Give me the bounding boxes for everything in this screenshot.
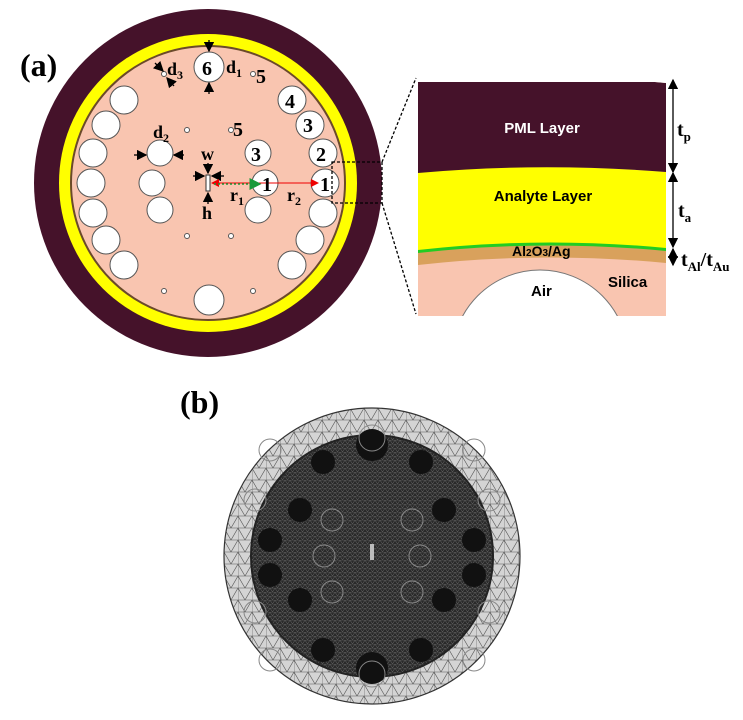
air-hole	[462, 269, 618, 316]
zoom-indicator	[331, 77, 417, 315]
panel-a-label: (a)	[20, 47, 57, 83]
mesh-cross-section	[223, 407, 521, 705]
hole-number: 2	[316, 144, 326, 166]
hole-number: 3	[251, 144, 261, 166]
fiber-cross-section: 6 5 5 4 3 3 2 1 1 d1 d2 d3 w h r1 r2	[34, 9, 382, 357]
w-label: w	[201, 144, 214, 164]
hole-number: 4	[285, 91, 295, 113]
mesh-dense-regions	[258, 429, 486, 684]
hole-number: 1	[262, 174, 272, 196]
metal-layer	[418, 244, 666, 265]
air-label: Air	[531, 283, 552, 300]
analyte-layer	[418, 167, 666, 250]
silica-label: Silica	[608, 274, 648, 291]
r1-label: r1	[230, 185, 244, 208]
hole-number: 5	[256, 66, 266, 88]
central-slot	[205, 174, 211, 192]
d3-label: d3	[167, 59, 183, 82]
tp-label: tp	[677, 119, 691, 144]
r2-label: r2	[287, 185, 301, 208]
dimension-arrows	[134, 40, 224, 204]
hole-number: 6	[202, 58, 212, 80]
h-label: h	[202, 203, 212, 223]
hole-number: 5	[233, 119, 243, 141]
mesh-hole-outlines	[243, 424, 501, 688]
air-holes	[76, 51, 340, 316]
hole-number: 3	[303, 115, 313, 137]
hole-numbers: 6 5 5 4 3 3 2 1 1	[202, 58, 330, 196]
mesh-central-slot	[370, 544, 374, 560]
d1-label: d1	[226, 57, 242, 80]
metal-label: Al2O3/Ag	[512, 243, 571, 259]
hole-number: 1	[320, 174, 330, 196]
analyte-label: Analyte Layer	[494, 188, 593, 205]
d2-label: d2	[153, 122, 169, 145]
panel-b-label: (b)	[180, 384, 219, 420]
pml-layer	[418, 76, 666, 173]
dimension-labels: d1 d2 d3 w h r1 r2	[153, 57, 301, 223]
ta-label: ta	[678, 200, 692, 225]
tal-tau-label: tAl/tAu	[681, 249, 730, 274]
inset-labels: PML Layer Analyte Layer Al2O3/Ag Silica …	[494, 120, 648, 300]
thickness-labels: tp ta tAl/tAu	[677, 119, 730, 274]
pml-label: PML Layer	[504, 120, 580, 137]
layer-inset	[418, 70, 666, 316]
